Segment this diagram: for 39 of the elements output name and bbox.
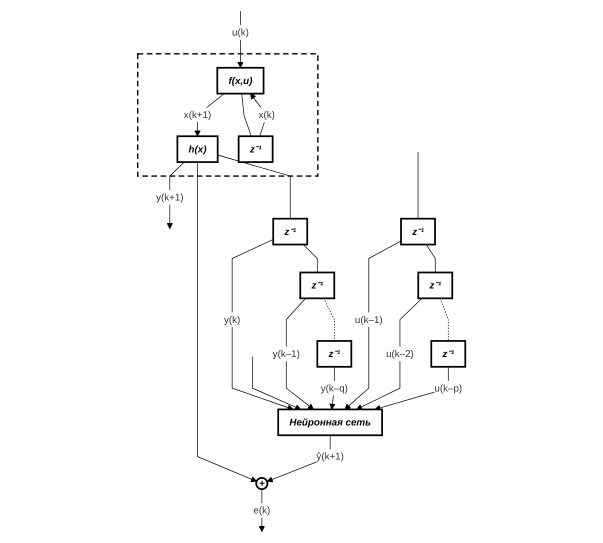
node-box: z⁻¹ <box>400 218 436 246</box>
connector <box>440 298 449 342</box>
edge-label: y(k) <box>224 314 240 325</box>
arrow <box>344 240 402 410</box>
node-box: z⁻¹ <box>417 272 454 300</box>
edge-label: u(k) <box>232 26 249 38</box>
arrow <box>197 162 257 482</box>
connector <box>426 244 436 273</box>
node-box: z⁻¹ <box>238 135 274 163</box>
edge-label: y(k–1) <box>272 348 300 360</box>
edge-label: x(k) <box>258 108 275 120</box>
edge-label: ŷ(k+1) <box>316 450 344 462</box>
edge-label: y(k–q) <box>320 382 348 394</box>
node-box: z⁻¹ <box>316 340 352 368</box>
edge-label: x(k+1) <box>184 108 212 120</box>
connector <box>217 154 291 220</box>
connector <box>241 93 252 137</box>
arrow <box>258 488 265 532</box>
node-box: f(x,u) <box>216 66 264 94</box>
edge-label: u(k–1) <box>354 314 383 325</box>
cluster <box>137 53 319 177</box>
arrow <box>356 298 422 410</box>
arrow <box>252 356 302 410</box>
arrow <box>250 93 268 137</box>
edge-label: e(k) <box>253 504 270 516</box>
edge-label: u(k–p) <box>434 382 462 394</box>
edge-label: y(k+1) <box>156 191 184 203</box>
node-box: z⁻¹ <box>299 272 336 300</box>
node-box: h(x) <box>176 135 219 163</box>
arrow <box>237 10 244 68</box>
node-circle: + <box>255 477 268 490</box>
arrow <box>232 239 294 410</box>
arrow <box>286 298 314 410</box>
connector <box>302 244 318 273</box>
edge-label: u(k–2) <box>386 348 414 360</box>
node-box: Нейронная сеть <box>277 408 383 436</box>
connector <box>323 298 335 342</box>
node-box: z⁻¹ <box>430 340 466 368</box>
node-box: z⁻¹ <box>272 218 308 246</box>
